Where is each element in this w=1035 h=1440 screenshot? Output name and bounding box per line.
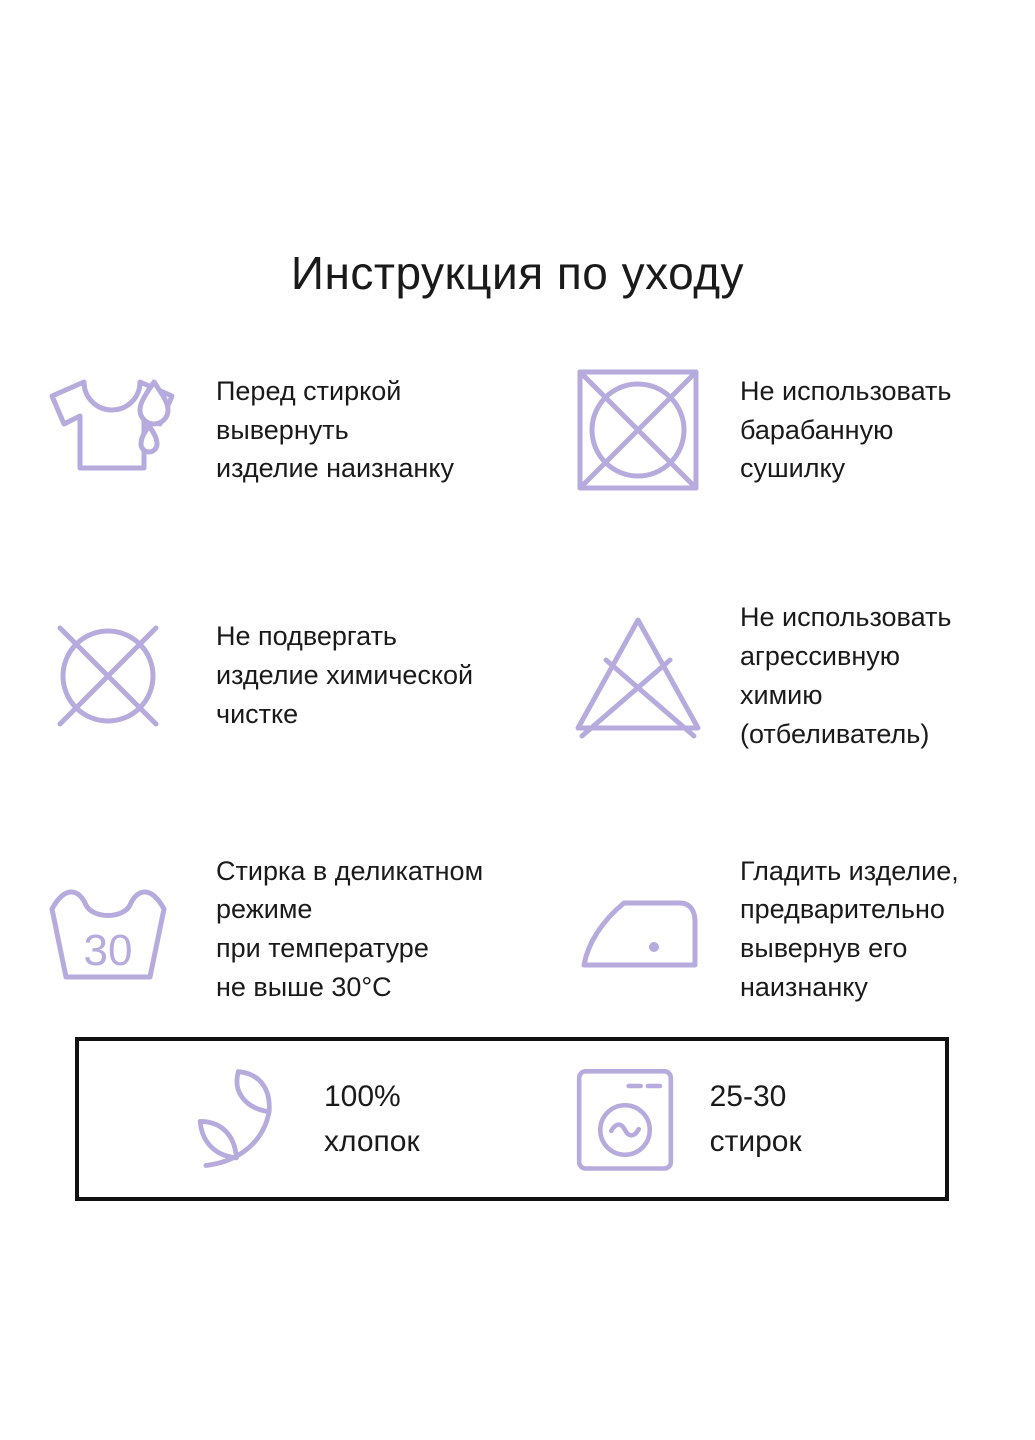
care-item-text: Перед стиркой вывернуть изделие наизнанк…: [216, 375, 454, 484]
care-item-no-tumble-dry: Не использовать барабанную сушилку: [565, 360, 1000, 500]
cotton-info-item: 100% хлопок: [179, 1062, 420, 1177]
wash-count-item: 25-30 стирок: [570, 1064, 802, 1174]
iron-inside-out-icon: [565, 859, 710, 999]
fabric-info-box: 100% хлопок 25-30 стирок: [75, 1037, 949, 1201]
care-item-iron: Гладить изделие, предварительно вывернув…: [565, 852, 1000, 1008]
page-title: Инструкция по уходу: [290, 247, 745, 299]
washing-machine-icon: [570, 1064, 680, 1174]
tshirt-inside-out-icon: [35, 360, 180, 500]
care-item-text: Стирка в деликатном режиме при температу…: [216, 855, 484, 1003]
care-item-text: Гладить изделие, предварительно вывернув…: [740, 855, 959, 1003]
wash-temperature-label: 30: [83, 926, 132, 975]
no-tumble-dry-icon: [565, 360, 710, 500]
care-item-text: Не подвергать изделие химической чистке: [216, 621, 474, 730]
care-item-text: Не использовать барабанную сушилку: [740, 375, 952, 484]
care-item-text: Не использовать агрессивную химию (отбел…: [740, 602, 952, 749]
cotton-label: 100% хлопок: [324, 1080, 420, 1158]
care-item-delicate-wash: 30 Стирка в деликатном режиме при темпер…: [35, 852, 565, 1008]
care-item-no-dry-clean: Не подвергать изделие химической чистке: [35, 598, 565, 754]
delicate-wash-30-icon: 30: [35, 859, 180, 999]
cotton-leaf-icon: [179, 1062, 294, 1177]
no-dry-clean-icon: [35, 606, 180, 746]
care-item-no-bleach: Не использовать агрессивную химию (отбел…: [565, 598, 1000, 754]
care-items-grid: Перед стиркой вывернуть изделие наизнанк…: [0, 360, 1035, 1007]
wash-count-label: 25-30 стирок: [709, 1080, 802, 1158]
no-bleach-icon: [565, 606, 710, 746]
care-item-inside-out: Перед стиркой вывернуть изделие наизнанк…: [35, 360, 565, 500]
